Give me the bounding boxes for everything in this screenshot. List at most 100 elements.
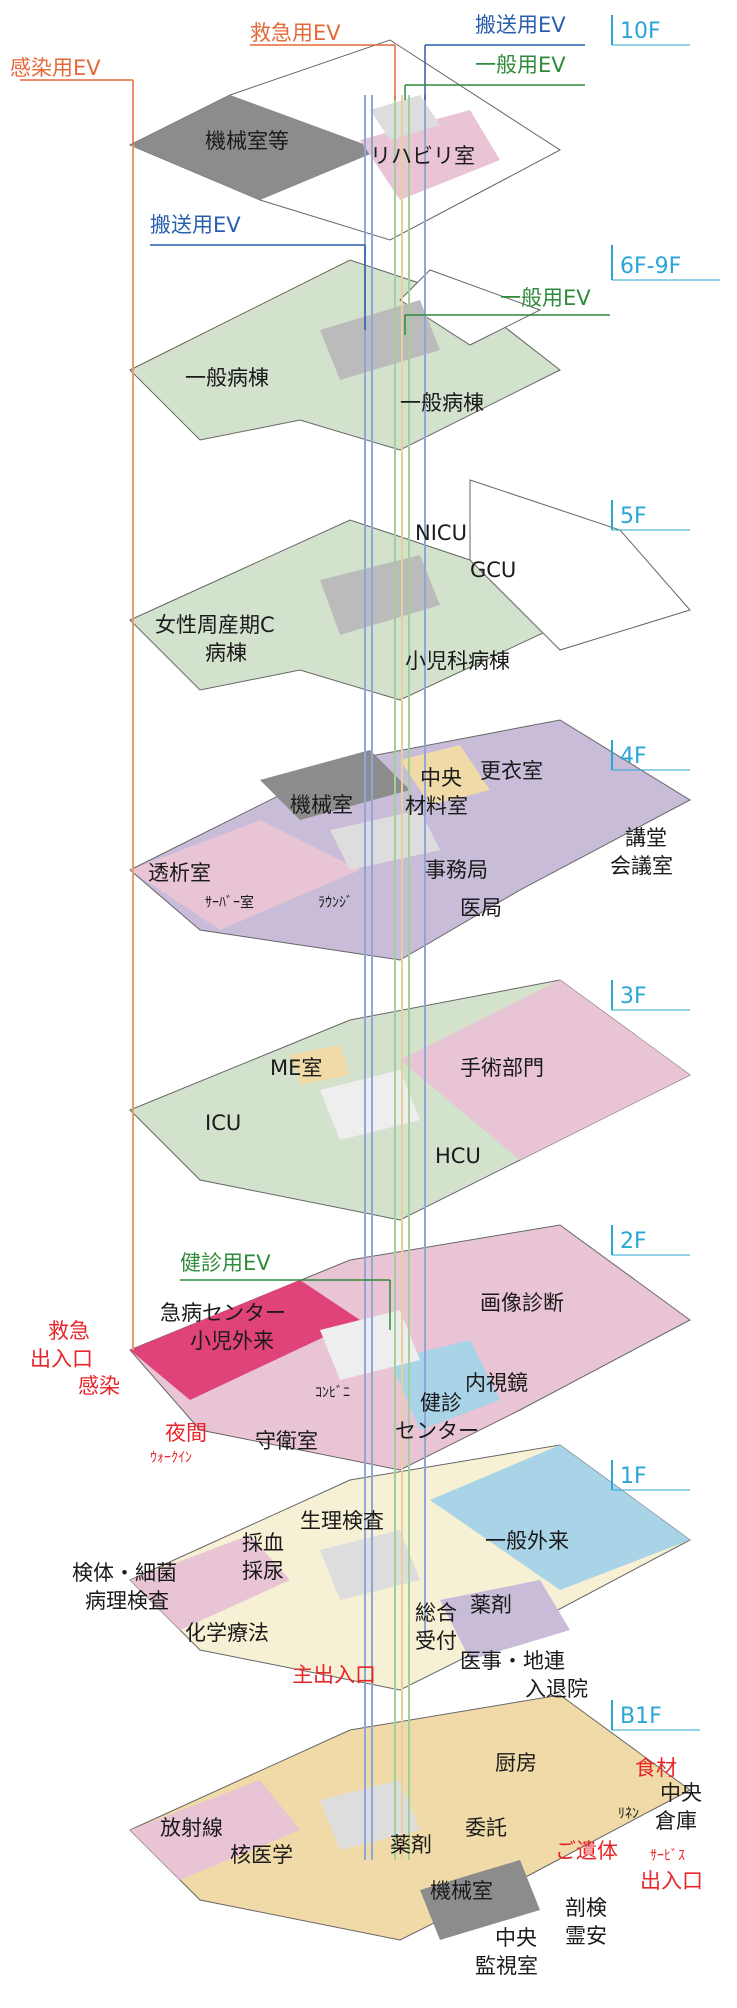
room-specimen-2: 病理検査: [85, 1589, 169, 1613]
room-reception-1: 総合: [415, 1601, 457, 1625]
floor-tag-5f: 5F: [620, 504, 647, 529]
room-radiology: 放射線: [160, 1816, 223, 1840]
room-blood: 採血: [242, 1531, 284, 1555]
room-nicu: NICU: [415, 521, 467, 545]
room-urine: 採尿: [242, 1559, 284, 1583]
floor-2f-labels: 画像診断 急病センター 小児外来 ｺﾝﾋﾞﾆ 内視鏡 健診 センター 守衛室 救…: [30, 1291, 564, 1466]
floor-tag-2f: 2F: [620, 1229, 647, 1254]
room-medaff-2: 入退院: [525, 1677, 588, 1701]
checkup-ev-label: 健診用EV: [180, 1251, 271, 1275]
room-medical: 医局: [460, 896, 502, 920]
room-machine-4f: 機械室: [290, 793, 353, 817]
floor-5f: [129, 479, 691, 701]
room-endoscopy: 内視鏡: [465, 1371, 528, 1395]
room-rehab: リハビリ室: [370, 144, 475, 168]
room-outsource: 委託: [465, 1816, 507, 1840]
floor-1f-medaff-area: [440, 1580, 570, 1660]
entrance-main: 主出入口: [292, 1663, 376, 1687]
room-nuclear: 核医学: [230, 1843, 293, 1867]
floor-4f-dialysis-area: [130, 820, 360, 930]
floor-2f-er-area: [130, 1280, 360, 1400]
room-me: ME室: [270, 1056, 322, 1080]
transport-ev-6f-label: 搬送用EV: [150, 213, 241, 237]
floor-b1f-radiology-area: [130, 1780, 300, 1880]
room-pharmacy-b1: 薬剤: [390, 1833, 432, 1857]
entrance-service-2: 出入口: [640, 1869, 703, 1893]
room-gcu: GCU: [470, 558, 516, 582]
floor-2f-checkup-area: [390, 1340, 500, 1430]
legend-labels: 感染用EV 救急用EV 搬送用EV 一般用EV 搬送用EV 一般用EV 健診用E…: [10, 13, 591, 1275]
room-medaff-1: 医事・地連: [460, 1649, 565, 1673]
room-hall-1: 講堂: [625, 826, 667, 850]
room-er-1: 急病センター: [160, 1301, 286, 1325]
entrance-night-2: ｳｫｰｸｲﾝ: [150, 1450, 192, 1466]
room-pediatric: 小児科病棟: [405, 649, 510, 673]
room-machine-b1: 機械室: [430, 1879, 493, 1903]
room-checkup-2: センター: [395, 1419, 479, 1443]
room-womens-2: 病棟: [205, 641, 247, 665]
room-central-storage-2: 倉庫: [655, 1809, 697, 1833]
entrance-remains: ご遺体: [555, 1839, 618, 1863]
floor-6f9f: [129, 259, 561, 451]
room-physio: 生理検査: [300, 1509, 384, 1533]
room-autopsy-2: 霊安: [565, 1924, 607, 1948]
room-autopsy-1: 剖検: [565, 1896, 607, 1920]
room-icu: ICU: [205, 1111, 241, 1135]
floor-tags: 10F 6F-9F 5F 4F 3F 2F 1F B1F: [620, 19, 681, 1729]
floor-b1f-machine-area: [420, 1860, 540, 1940]
floor-5f-void: [469, 479, 691, 651]
room-kitchen: 厨房: [495, 1751, 537, 1775]
room-machine-10f: 機械室等: [205, 129, 289, 153]
emergency-ev-label: 救急用EV: [250, 21, 341, 45]
room-reception-2: 受付: [415, 1629, 457, 1653]
floor-tag-bars: [611, 15, 720, 1731]
floor-3f-me-area: [290, 1045, 350, 1085]
room-er-2: 小児外来: [190, 1329, 274, 1353]
floor-4f-core: [330, 810, 440, 870]
room-specimen-1: 検体・細菌: [72, 1561, 177, 1585]
entrance-er-1: 救急: [48, 1319, 90, 1343]
room-monitor-1: 中央: [495, 1926, 537, 1950]
floor-tag-1f: 1F: [620, 1464, 647, 1489]
floor-tag-b1f: B1F: [620, 1704, 662, 1729]
legend-leaders: [20, 44, 610, 1330]
floor-1f-specimen-area: [130, 1535, 290, 1630]
room-server: ｻｰﾊﾞｰ室: [205, 894, 254, 911]
room-checkup-1: 健診: [420, 1391, 462, 1415]
floor-1f-outpatient-area: [430, 1445, 690, 1590]
room-imaging: 画像診断: [480, 1291, 564, 1315]
room-central-storage-1: 中央: [660, 1781, 702, 1805]
room-hall-2: 会議室: [610, 854, 673, 878]
room-central-1: 中央: [420, 766, 462, 790]
floor-b1f-labels: 厨房 放射線 核医学 薬剤 委託 ﾘﾈﾝ 中央 倉庫 機械室 中央 監視室 剖検…: [160, 1751, 703, 1978]
floor-1f-labels: 生理検査 採血 採尿 一般外来 検体・細菌 病理検査 化学療法 薬剤 総合 受付…: [72, 1509, 588, 1701]
room-chemo: 化学療法: [185, 1621, 269, 1645]
floor-10f-core: [370, 95, 440, 140]
floor-5f-labels: NICU GCU 女性周産期C 病棟 小児科病棟: [155, 521, 516, 673]
floor-4f-labels: 機械室 中央 材料室 更衣室 講堂 会議室 透析室 ｻｰﾊﾞｰ室 ﾗｳﾝｼﾞ 事…: [148, 759, 673, 920]
room-dialysis: 透析室: [148, 861, 211, 885]
room-locker: 更衣室: [480, 759, 543, 783]
room-monitor-2: 監視室: [475, 1954, 538, 1978]
general-ev-label: 一般用EV: [475, 53, 566, 77]
floor-10f-labels: 機械室等 リハビリ室: [205, 129, 475, 168]
room-general: 一般外来: [485, 1529, 569, 1553]
room-ward-left: 一般病棟: [185, 366, 269, 390]
general-ev-6f-label: 一般用EV: [500, 286, 591, 310]
entrance-food: 食材: [635, 1756, 677, 1780]
room-pharmacy-1f: 薬剤: [470, 1593, 512, 1617]
infection-ev-label: 感染用EV: [10, 56, 101, 80]
entrance-service-1: ｻｰﾋﾞｽ: [650, 1848, 685, 1864]
room-linen: ﾘﾈﾝ: [618, 1806, 639, 1822]
room-surgery: 手術部門: [460, 1056, 544, 1080]
room-guard: 守衛室: [255, 1429, 318, 1453]
room-lounge: ﾗｳﾝｼﾞ: [318, 895, 353, 911]
floor-10f-machine-area: [130, 95, 380, 200]
floor-3f-surgery-area: [400, 980, 690, 1160]
room-womens-1: 女性周産期C: [155, 613, 275, 637]
floor-tag-10f: 10F: [620, 19, 661, 44]
entrance-night-1: 夜間: [165, 1421, 207, 1445]
room-ward-right: 一般病棟: [400, 391, 484, 415]
floor-4f-central-area: [400, 745, 490, 805]
